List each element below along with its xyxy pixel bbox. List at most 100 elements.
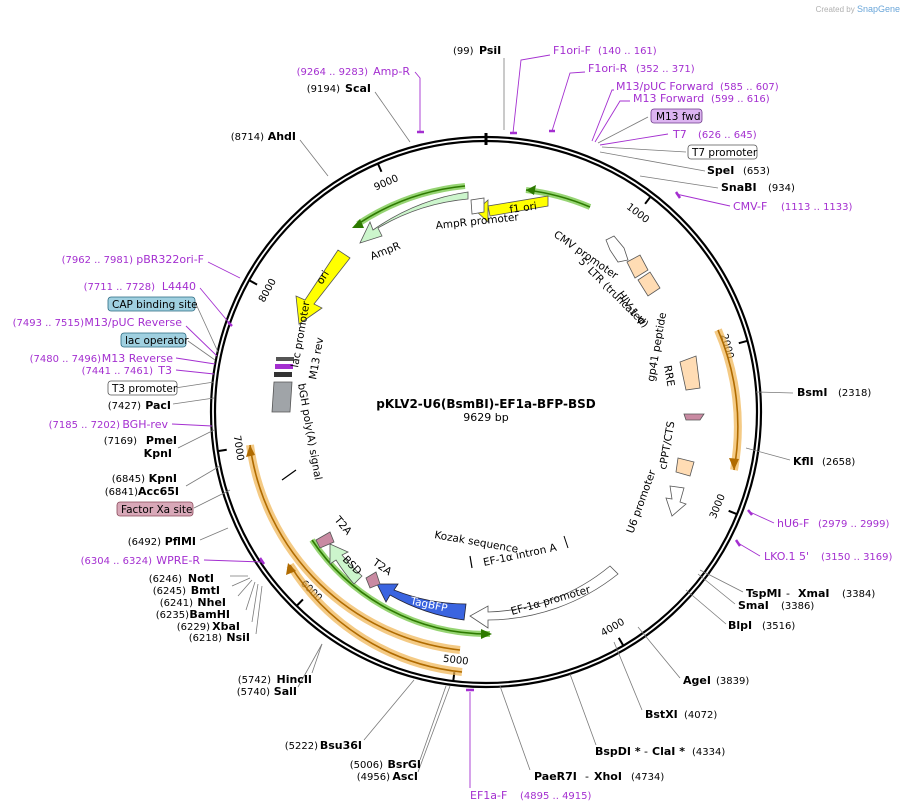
tick-mark-9000 bbox=[376, 163, 383, 173]
snapgene-logo: SnapGene bbox=[856, 4, 900, 14]
smai-leader bbox=[697, 573, 736, 605]
bsu36i-leader bbox=[363, 679, 415, 741]
cmv-promoter-arrow bbox=[605, 235, 629, 263]
tick-label-4000: 4000 bbox=[599, 617, 627, 639]
tick-mark-2000 bbox=[738, 339, 748, 345]
factor-xa-label: Factor Xa site bbox=[121, 504, 192, 516]
nsii-pos: (6218) bbox=[189, 633, 222, 644]
paci-pos: (7427) bbox=[108, 401, 141, 412]
amp-r-range: (9264 .. 9283) bbox=[297, 67, 369, 78]
clai-leader bbox=[569, 673, 597, 746]
xhoi-leader bbox=[499, 685, 531, 771]
bsu36i-name: Bsu36I bbox=[320, 739, 362, 752]
snabi-name: SnaBI bbox=[721, 181, 757, 194]
wpre-r-range: (6304 .. 6324) bbox=[81, 556, 153, 567]
ef1a-f-name: EF1a-F bbox=[470, 789, 507, 802]
ahdi-leader bbox=[299, 139, 329, 177]
orange-glow-2-line bbox=[289, 564, 463, 673]
plasmid-length: 9629 bp bbox=[463, 411, 508, 424]
sali-leader bbox=[297, 643, 323, 688]
noti-name: NotI bbox=[188, 572, 214, 585]
xbai-pos: (6229) bbox=[177, 622, 210, 633]
orange-glow-1-head bbox=[246, 445, 255, 457]
paer7i-name: PaeR7I bbox=[534, 770, 577, 783]
tick-mark-1000 bbox=[644, 196, 652, 205]
ampr-arrow bbox=[359, 191, 469, 244]
lko-range: (3150 .. 3169) bbox=[821, 552, 893, 563]
rre-label: RRE bbox=[661, 364, 677, 387]
kozak-mark bbox=[563, 535, 569, 549]
noti-pos: (6246) bbox=[149, 574, 182, 585]
m13-rev-mark bbox=[275, 364, 293, 369]
lko-name: LKO.1 5' bbox=[764, 550, 809, 563]
spei-leader bbox=[599, 151, 706, 172]
ampr-promoter-label: AmpR promoter bbox=[435, 211, 520, 232]
t3-mark bbox=[274, 372, 292, 377]
sali-pos: (5740) bbox=[237, 687, 270, 698]
hu6-f-name: hU6-F bbox=[777, 517, 809, 530]
asci-leader bbox=[417, 685, 451, 773]
lko-mark bbox=[734, 539, 742, 547]
ahdi-pos: (8714) bbox=[231, 132, 264, 143]
amp-r-name: Amp-R bbox=[373, 65, 410, 78]
orange-glow-1-line bbox=[249, 444, 461, 651]
blpi-name: BlpI bbox=[728, 619, 752, 632]
f1ori-f-range: (140 .. 161) bbox=[598, 46, 657, 57]
cppt-box bbox=[675, 457, 695, 477]
bspdi-pos: (4334) bbox=[692, 747, 725, 758]
wpre-r-mark bbox=[258, 557, 266, 565]
m13puc-f-leader bbox=[591, 89, 614, 142]
orange-glow-1 bbox=[246, 444, 461, 654]
bamhi-pos: (6235) bbox=[156, 610, 189, 621]
bsmi-leader bbox=[755, 391, 794, 394]
tick-label-8000: 8000 bbox=[257, 277, 279, 305]
restriction-sites-left: AscI (4956) BsrGI (5006) Bsu36I (5222) S… bbox=[104, 82, 451, 783]
m13-f-range: (599 .. 616) bbox=[711, 94, 770, 105]
tick-label-5000: 5000 bbox=[442, 654, 469, 668]
t3-promoter-label: T3 promoter bbox=[111, 383, 178, 395]
t2a-2-box bbox=[365, 571, 381, 589]
ampr-label: AmpR bbox=[369, 240, 403, 263]
sali-name: SalI bbox=[274, 685, 297, 698]
ef1a-f-range: (4895 .. 4915) bbox=[520, 791, 592, 802]
xhoi-name: XhoI bbox=[594, 770, 622, 783]
bcli-name: PmeI bbox=[146, 434, 177, 447]
rre-box bbox=[679, 355, 701, 391]
tick-label-7000: 7000 bbox=[231, 435, 246, 462]
factor-xa-box bbox=[116, 501, 194, 517]
spei-name: SpeI bbox=[707, 164, 734, 177]
bgh-rev-leader bbox=[171, 423, 213, 427]
snapgene-credit: Created by SnapGene bbox=[816, 4, 900, 14]
bsu36i-pos: (5222) bbox=[285, 741, 318, 752]
acc65i-pos: (6841) bbox=[105, 487, 138, 498]
m13puc-f-range: (585 .. 607) bbox=[720, 82, 779, 93]
t7-promoter-label: T7 promoter bbox=[691, 147, 758, 159]
backbone bbox=[209, 133, 763, 689]
m13-fwd-leader bbox=[597, 116, 649, 144]
intron-mark bbox=[469, 555, 473, 569]
ampr-glow-head bbox=[352, 219, 364, 228]
f1ori-glow-head bbox=[526, 185, 536, 195]
bspdi-sep: - bbox=[644, 745, 648, 758]
green-glow-lower-head bbox=[481, 629, 492, 639]
bsmi-name: BsmI bbox=[797, 386, 828, 399]
bgh-label: bGH poly(A) signal bbox=[295, 382, 324, 481]
scai-name: ScaI bbox=[345, 82, 371, 95]
kpni-leader bbox=[185, 465, 221, 487]
bsrgi-leader bbox=[419, 685, 447, 761]
m13-f-leader bbox=[594, 100, 630, 143]
m13-rev-label: M13 rev bbox=[307, 337, 326, 381]
pmei-leader bbox=[177, 429, 215, 449]
kfli-leader bbox=[745, 447, 791, 461]
tick-label-9000: 9000 bbox=[373, 173, 401, 193]
bgh-rev-range: (7185 .. 7202) bbox=[49, 420, 121, 431]
cap-leader bbox=[195, 303, 219, 353]
asci-name: AscI bbox=[392, 770, 418, 783]
tick-label-3000: 3000 bbox=[708, 493, 728, 521]
smai-name: SmaI bbox=[738, 599, 769, 612]
credit-prefix: Created by bbox=[815, 5, 855, 14]
factor-xa-leader bbox=[193, 489, 231, 509]
psii-name: PsiI bbox=[479, 44, 501, 57]
snabi-leader bbox=[639, 175, 719, 189]
cmv-f-mark bbox=[674, 191, 682, 199]
